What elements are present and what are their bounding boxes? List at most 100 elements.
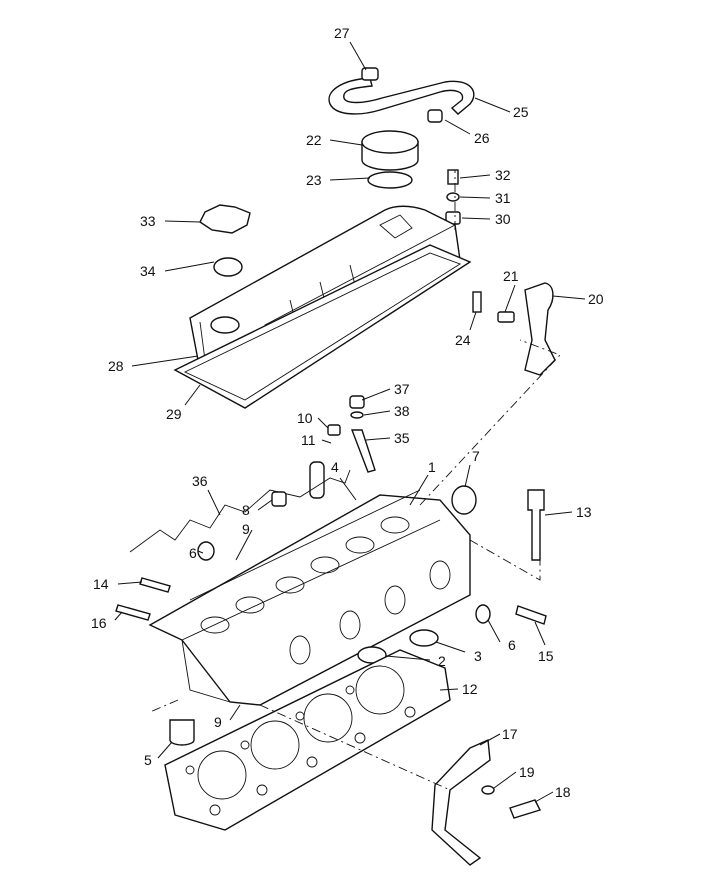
leader-line: [474, 97, 511, 113]
head-port: [235, 596, 265, 614]
glow-plug-parts: [309, 395, 376, 499]
leader-line: [349, 41, 367, 71]
head-port: [429, 560, 451, 590]
callout-label: 25: [513, 104, 529, 120]
callout-label: 12: [462, 681, 478, 697]
callout-label: 14: [93, 576, 109, 592]
leader-line: [461, 217, 491, 220]
leader-line: [504, 284, 516, 313]
head-port: [310, 556, 340, 574]
leader-line: [363, 410, 391, 416]
leader-line: [409, 474, 429, 506]
wire-harness: [129, 469, 351, 553]
leader-line: [317, 417, 329, 429]
gasket-hole: [354, 732, 366, 744]
callout-label: 23: [306, 172, 322, 188]
leader-line: [479, 733, 501, 746]
leader-line: [117, 581, 143, 585]
leader-line: [164, 220, 201, 223]
leader-lines: [114, 41, 586, 803]
leader-line: [365, 437, 391, 441]
head-gasket: [164, 649, 451, 831]
oil-filler-cap: [199, 204, 251, 234]
valve-cover-gasket: [173, 244, 472, 409]
callout-label: 1: [428, 459, 436, 475]
callout-label: 32: [495, 167, 511, 183]
leader-line: [207, 489, 221, 516]
stud-15: [515, 605, 547, 625]
callout-label: 11: [301, 432, 316, 448]
callout-label: 6: [189, 545, 197, 561]
plug-6-left: [197, 541, 215, 561]
callout-label: 27: [334, 25, 350, 41]
head-port: [200, 616, 230, 634]
assembly-lines: [149, 170, 561, 791]
callout-label: 8: [242, 502, 250, 518]
bolt-18: [509, 799, 541, 819]
gasket-hole: [355, 665, 405, 715]
callout-label: 34: [140, 263, 156, 279]
leader-line: [157, 741, 173, 759]
gasket-hole: [345, 685, 355, 695]
callout-label: 30: [495, 211, 511, 227]
breather-cap: [361, 130, 419, 189]
leader-line: [131, 355, 199, 367]
breather-hose: [328, 67, 475, 123]
leader-line: [329, 139, 363, 146]
leader-line: [552, 295, 586, 300]
head-port: [384, 585, 406, 615]
callout-label: 29: [166, 406, 182, 422]
plug-6-right: [475, 604, 491, 624]
leader-line: [235, 529, 253, 561]
head-port: [275, 576, 305, 594]
callout-label: 28: [108, 358, 124, 374]
leader-line: [487, 619, 501, 643]
callout-label: 37: [394, 381, 410, 397]
callout-label: 5: [144, 752, 152, 768]
leader-line: [339, 477, 357, 501]
callout-label: 15: [538, 648, 554, 664]
gasket-hole: [197, 750, 247, 800]
head-port: [339, 610, 361, 640]
head-bolt: [527, 489, 545, 561]
callout-label: 4: [331, 459, 339, 475]
callout-label: 9: [242, 521, 250, 537]
callout-label: 7: [472, 448, 480, 464]
callout-label: 13: [576, 504, 592, 520]
callout-label: 6: [508, 637, 516, 653]
callout-label: 19: [519, 764, 535, 780]
head-port: [345, 536, 375, 554]
gasket-hole: [295, 711, 305, 721]
gasket-hole: [404, 706, 416, 718]
oil-cap-seal: [213, 257, 243, 277]
leader-line: [464, 464, 471, 488]
gasket-hole: [240, 740, 250, 750]
callout-label: 16: [91, 615, 107, 631]
leader-line: [164, 261, 215, 272]
leader-line: [229, 704, 241, 721]
callout-label: 18: [555, 784, 571, 800]
callout-label: 3: [474, 648, 482, 664]
leader-line: [114, 611, 123, 621]
cylinder-head: [148, 489, 471, 706]
washer-19: [481, 785, 495, 795]
lifting-bracket-front: [431, 738, 491, 866]
head-port: [380, 516, 410, 534]
plug-7: [451, 485, 477, 515]
callout-label: 2: [438, 653, 446, 669]
leader-line: [534, 791, 554, 803]
callout-label: 9: [214, 714, 222, 730]
callout-label: 10: [297, 410, 313, 426]
callout-label: 35: [394, 430, 410, 446]
callout-label: 17: [502, 726, 518, 742]
cover-bolts: [445, 169, 515, 323]
callout-label: 26: [474, 130, 490, 146]
leader-line: [435, 641, 466, 653]
callout-label: 38: [394, 403, 410, 419]
leader-line: [257, 499, 273, 511]
gasket-hole: [185, 765, 195, 775]
callout-label: 20: [588, 291, 604, 307]
leader-line: [197, 550, 204, 554]
leader-line: [459, 196, 491, 199]
